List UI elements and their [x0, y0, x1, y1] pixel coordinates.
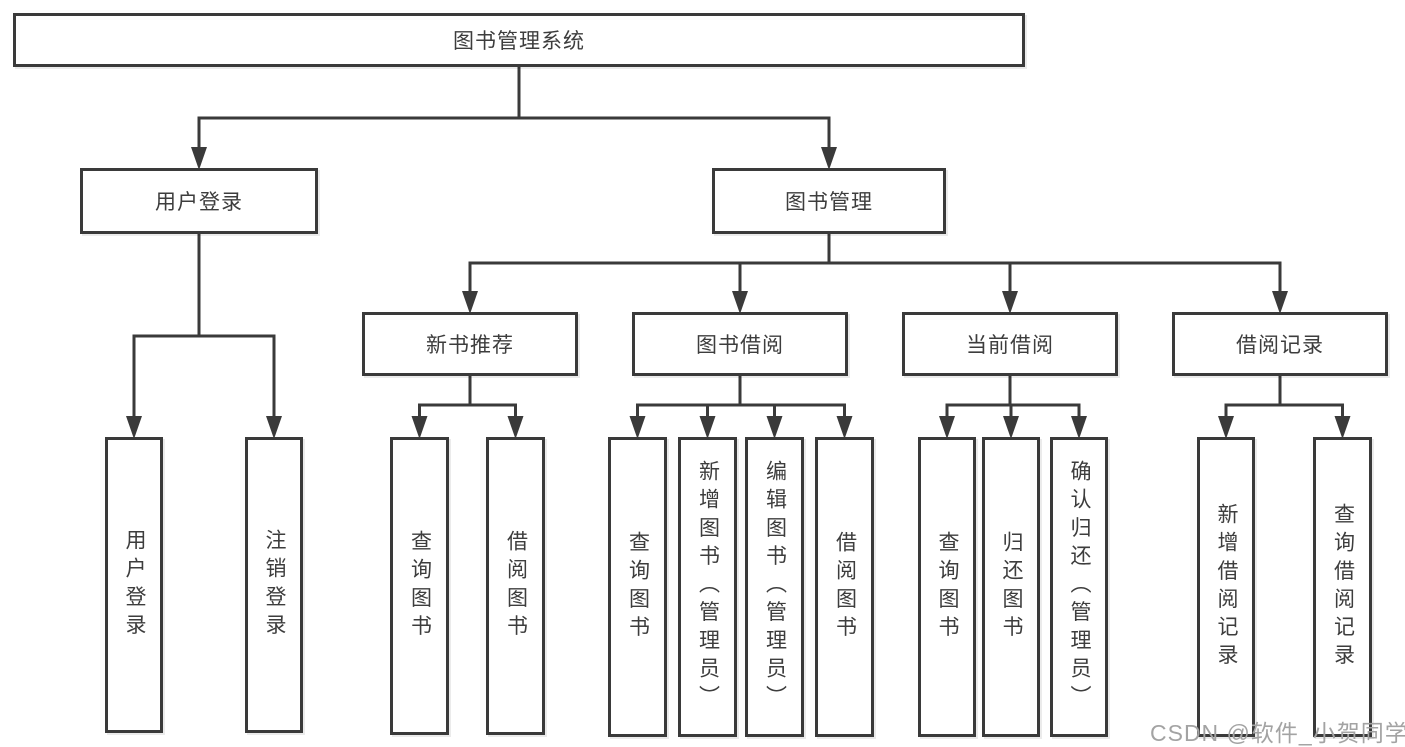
node-label: 图书借阅 — [696, 334, 784, 357]
node-label: 查询借阅记录 — [1331, 502, 1355, 672]
node-label: 借阅图书 — [833, 530, 857, 644]
arrow-down-icon — [1002, 291, 1018, 314]
arrow-down-icon — [1218, 416, 1234, 439]
node-new-book-rec: 新书推荐 — [362, 312, 578, 376]
arrow-down-icon — [699, 416, 716, 439]
node-leaf-borrow-book-2: 借阅图书 — [815, 437, 874, 737]
node-label: 用户登录 — [123, 528, 146, 642]
node-leaf-return-book: 归还图书 — [982, 437, 1040, 737]
arrow-down-icon — [1272, 291, 1288, 314]
arrow-down-icon — [836, 416, 853, 439]
arrow-down-icon — [939, 416, 955, 439]
arrow-down-icon — [411, 416, 428, 439]
node-label: 图书管理 — [785, 191, 873, 214]
node-leaf-add-book-admin: 新增图书（管理员） — [678, 437, 737, 737]
arrow-down-icon — [821, 147, 837, 170]
node-label: 归还图书 — [1000, 530, 1023, 644]
node-label: 借阅图书 — [504, 529, 528, 643]
node-leaf-add-borrow-record: 新增借阅记录 — [1197, 437, 1255, 737]
arrow-down-icon — [766, 416, 783, 439]
node-leaf-query-borrow-record: 查询借阅记录 — [1313, 437, 1372, 737]
node-label: 当前借阅 — [966, 334, 1054, 357]
node-label: 新书推荐 — [426, 334, 514, 357]
watermark-text: CSDN @软件_小贺同学 — [1150, 720, 1405, 746]
node-leaf-borrow-book-1: 借阅图书 — [486, 437, 545, 735]
arrow-down-icon — [732, 291, 748, 314]
arrow-down-icon — [462, 291, 478, 314]
node-label: 确认归还（管理员） — [1068, 460, 1091, 714]
arrow-down-icon — [126, 416, 142, 439]
arrow-down-icon — [507, 416, 524, 439]
node-leaf-user-login: 用户登录 — [105, 437, 163, 733]
node-leaf-query-book-3: 查询图书 — [918, 437, 976, 737]
node-leaf-logout: 注销登录 — [245, 437, 303, 733]
node-leaf-confirm-return-admin: 确认归还（管理员） — [1050, 437, 1108, 737]
node-borrow-records: 借阅记录 — [1172, 312, 1388, 376]
node-label: 用户登录 — [155, 191, 243, 214]
node-label: 注销登录 — [263, 528, 286, 642]
node-label: 图书管理系统 — [453, 30, 585, 53]
arrow-down-icon — [191, 147, 207, 170]
node-label: 新增图书（管理员） — [696, 460, 720, 714]
node-label: 查询图书 — [408, 529, 432, 643]
arrow-down-icon — [266, 416, 282, 439]
node-label: 借阅记录 — [1236, 334, 1324, 357]
node-book-mgmt: 图书管理 — [712, 168, 946, 234]
node-leaf-query-book-2: 查询图书 — [608, 437, 667, 737]
node-book-borrow: 图书借阅 — [632, 312, 848, 376]
node-current-borrow: 当前借阅 — [902, 312, 1118, 376]
node-leaf-query-book-1: 查询图书 — [390, 437, 449, 735]
arrow-down-icon — [629, 416, 646, 439]
node-label: 查询图书 — [626, 530, 650, 644]
node-label: 编辑图书（管理员） — [763, 460, 787, 714]
arrow-down-icon — [1071, 416, 1087, 439]
node-leaf-edit-book-admin: 编辑图书（管理员） — [745, 437, 804, 737]
node-label: 新增借阅记录 — [1215, 502, 1238, 672]
arrow-down-icon — [1334, 416, 1351, 439]
node-label: 查询图书 — [936, 530, 959, 644]
node-root: 图书管理系统 — [13, 13, 1025, 67]
arrow-down-icon — [1003, 416, 1019, 439]
node-user-login: 用户登录 — [80, 168, 318, 234]
